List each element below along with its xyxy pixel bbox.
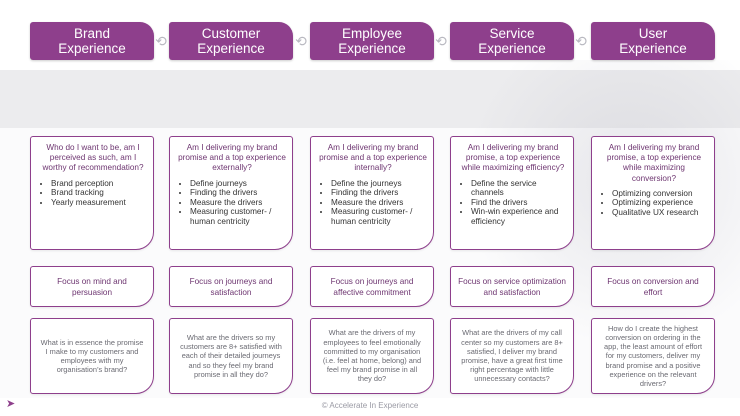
question-card-brand: Who do I want to be, am I perceived as s… [30,136,154,250]
question-text: Am I delivering my brand promise and a t… [319,143,427,173]
bullet-list: Optimizing conversion Optimizing experie… [600,189,708,218]
bullet-item: Finding the drivers [190,188,286,198]
detail-card-brand: What is in essence the promise I make to… [30,318,154,394]
background-band [0,70,740,128]
cycle-arrow-icon: ⟲ [575,33,587,49]
focus-card-service: Focus on service optimization and satisf… [450,266,574,307]
bullet-item: Brand perception [51,179,147,189]
question-card-customer: Am I delivering my brand promise and a t… [169,136,293,250]
bullet-item: Define the journeys [331,179,427,189]
bullet-item: Measuring customer- / human centricity [331,207,427,226]
bullet-list: Define the journeys Finding the drivers … [319,179,427,227]
rocket-icon: ➤ [6,398,16,410]
bullet-item: Optimizing experience [612,198,708,208]
bullet-item: Qualitative UX research [612,208,708,218]
question-text: Am I delivering my brand promise and a t… [178,143,286,173]
footer-copyright: © Accelerate In Experience [321,401,419,410]
bullet-item: Yearly measurement [51,198,147,208]
bullet-item: Measure the drivers [331,198,427,208]
bullet-item: Measuring customer- / human centricity [190,207,286,226]
bullet-list: Define the service channels Find the dri… [459,179,567,227]
bullet-list: Define journeys Finding the drivers Meas… [178,179,286,227]
bullet-item: Finding the drivers [331,188,427,198]
question-card-user: Am I delivering my brand promise, a top … [591,136,715,250]
cycle-arrow-icon: ⟲ [155,33,167,49]
question-card-service: Am I delivering my brand promise, a top … [450,136,574,250]
cycle-arrow-icon: ⟲ [295,33,307,49]
bullet-item: Optimizing conversion [612,189,708,199]
question-text: Am I delivering my brand promise, a top … [461,143,565,173]
question-text: Who do I want to be, am I perceived as s… [42,143,144,173]
focus-card-employee: Focus on journeys and affective commitme… [310,266,434,307]
cycle-arrow-icon: ⟲ [435,33,447,49]
focus-card-brand: Focus on mind and persuasion [30,266,154,307]
focus-card-customer: Focus on journeys and satisfaction [169,266,293,307]
detail-card-customer: What are the drivers so my customers are… [169,318,293,394]
focus-card-user: Focus on conversion and effort [591,266,715,307]
question-text: Am I delivering my brand promise, a top … [606,143,702,183]
detail-card-user: How do I create the highest conversion o… [591,318,715,394]
detail-card-service: What are the drivers of my call center s… [450,318,574,394]
bullet-item: Measure the drivers [190,198,286,208]
detail-card-employee: What are the drivers of my employees to … [310,318,434,394]
question-card-employee: Am I delivering my brand promise and a t… [310,136,434,250]
bullet-item: Find the drivers [471,198,567,208]
bullet-list: Brand perception Brand tracking Yearly m… [39,179,147,208]
bullet-item: Define journeys [190,179,286,189]
bullet-item: Brand tracking [51,188,147,198]
bullet-item: Define the service channels [471,179,567,198]
bullet-item: Win-win experience and efficiency [471,207,567,226]
